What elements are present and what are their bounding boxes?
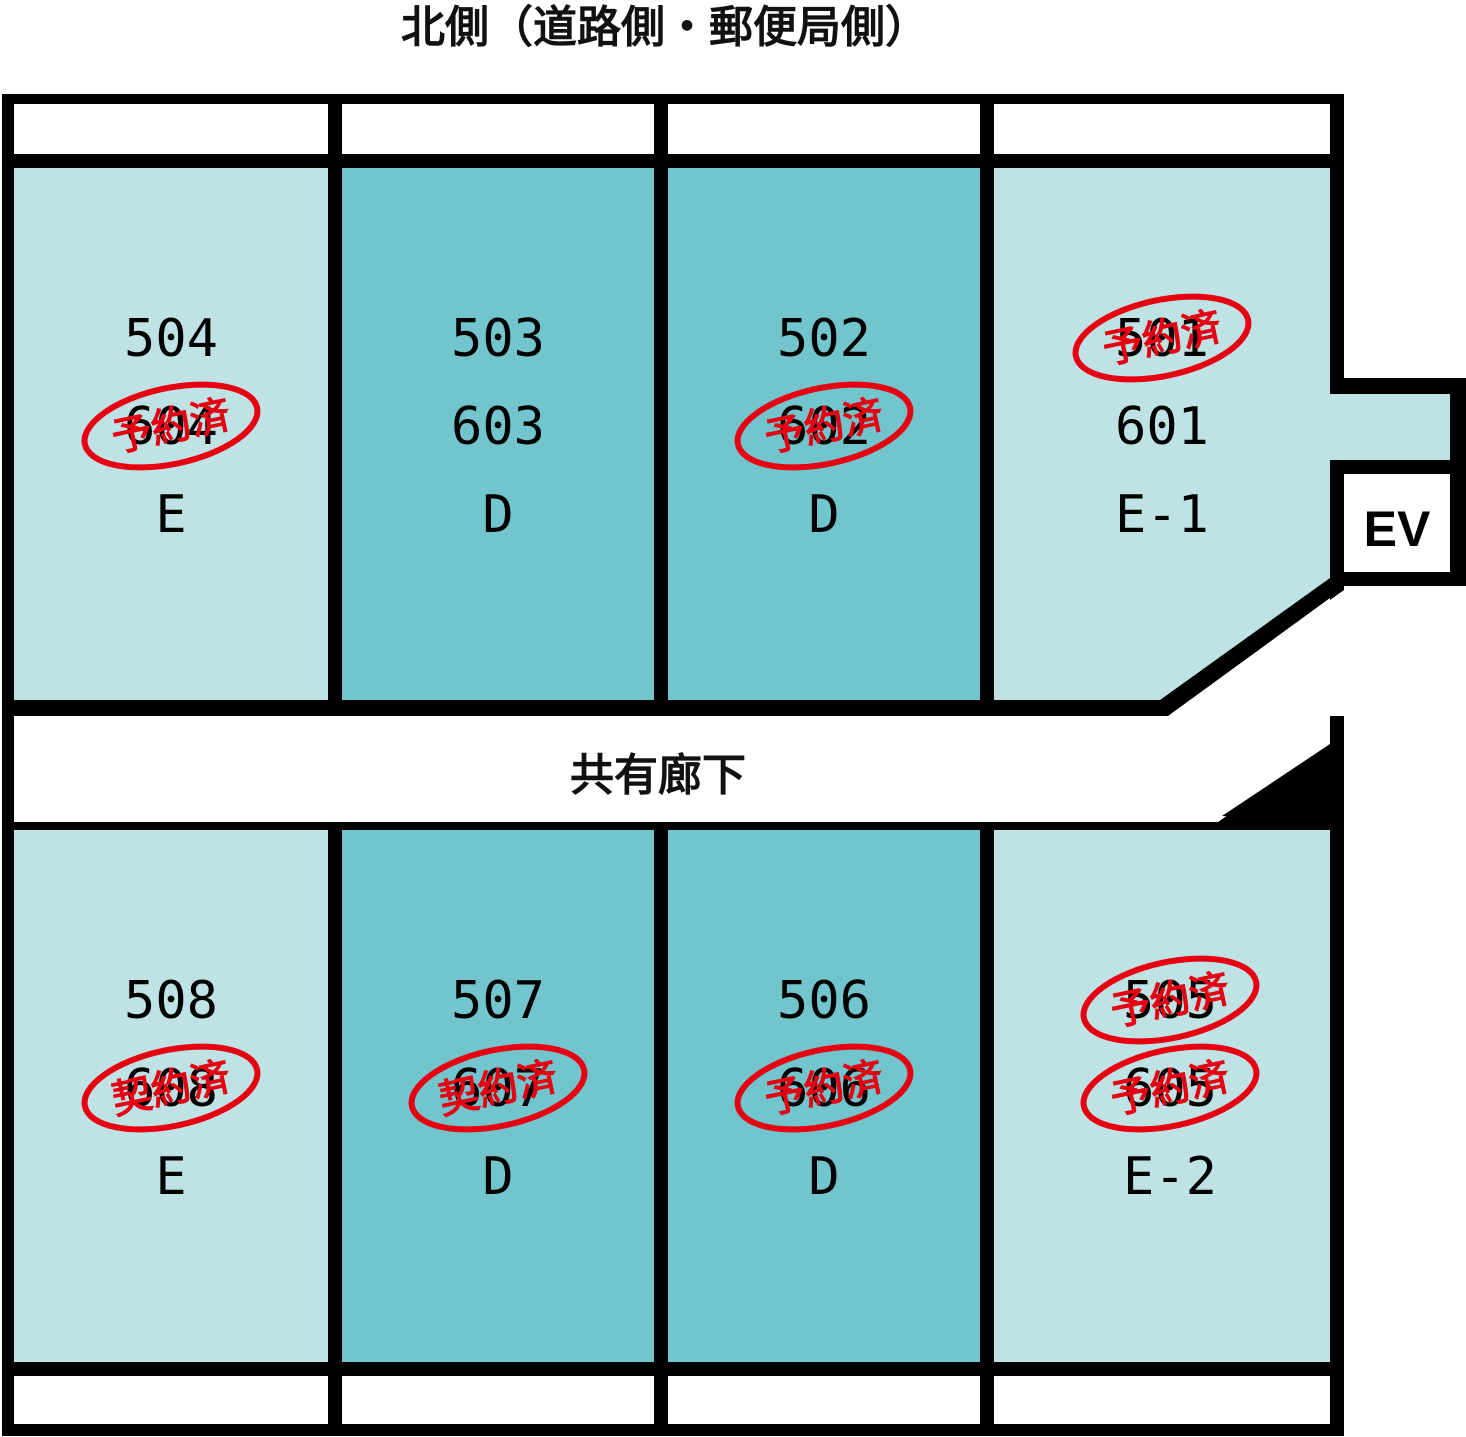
stamp-ring	[1072, 293, 1252, 383]
stamp-ring	[81, 381, 261, 471]
unit-number-label: 605	[1123, 1059, 1217, 1119]
south-units	[14, 830, 1330, 1362]
unit-labels: 504604E503603D502602D501601E-1508608E507…	[124, 309, 1217, 1207]
unit-type-label: E-2	[1123, 1147, 1217, 1207]
unit-number-label: 504	[124, 309, 218, 369]
unit-502-area[interactable]	[668, 168, 980, 700]
page-title: 北側（道路側・郵便局側）	[401, 2, 929, 53]
unit-number-label: 601	[1115, 397, 1209, 457]
unit-number-label: 507	[451, 971, 545, 1031]
unit-type-label: E-1	[1115, 485, 1209, 545]
unit-number-label: 502	[777, 309, 871, 369]
unit-number-label: 503	[451, 309, 545, 369]
unit-number-label: 607	[451, 1059, 545, 1119]
unit-type-label: D	[482, 485, 513, 545]
unit-type-label: D	[808, 1147, 839, 1207]
unit-number-label: 608	[124, 1059, 218, 1119]
north-units	[14, 168, 1450, 700]
status-stamps: 予約済予約済予約済契約済契約済予約済予約済予約済	[81, 293, 1260, 1133]
south-balcony-strip	[14, 1376, 1330, 1424]
unit-number-label: 604	[124, 397, 218, 457]
unit-type-label: E	[155, 1147, 186, 1207]
elevator-box	[1344, 474, 1450, 572]
unit-type-label: E	[155, 485, 186, 545]
unit-type-label: D	[808, 485, 839, 545]
unit-501-area[interactable]	[994, 168, 1450, 700]
unit-504-area[interactable]	[14, 168, 328, 700]
north-balcony-strip	[14, 104, 1330, 154]
status-stamp: 予約済	[1080, 955, 1260, 1045]
unit-type-label: D	[482, 1147, 513, 1207]
unit-505-area[interactable]	[994, 830, 1330, 1362]
shared-corridor	[14, 590, 1344, 822]
stamp-ring	[408, 1043, 588, 1133]
stamp-ring	[734, 1043, 914, 1133]
stamp-ring	[734, 381, 914, 471]
unit-number-label: 508	[124, 971, 218, 1031]
stamp-ring	[81, 1043, 261, 1133]
status-stamp: 契約済	[408, 1043, 588, 1133]
corridor-label: 共有廊下	[570, 750, 746, 801]
unit-507-area[interactable]	[342, 830, 654, 1362]
unit-number-label: 505	[1123, 971, 1217, 1031]
unit-number-label: 603	[451, 397, 545, 457]
unit-number-label: 501	[1115, 309, 1209, 369]
unit-number-label: 606	[777, 1059, 871, 1119]
unit-number-label: 602	[777, 397, 871, 457]
stamp-ring	[1080, 955, 1260, 1045]
unit-508-area[interactable]	[14, 830, 328, 1362]
unit-506-area[interactable]	[668, 830, 980, 1362]
unit-503-area[interactable]	[342, 168, 654, 700]
stamp-ring	[1080, 1043, 1260, 1133]
elevator-label: EV	[1364, 501, 1431, 557]
unit-number-label: 506	[777, 971, 871, 1031]
